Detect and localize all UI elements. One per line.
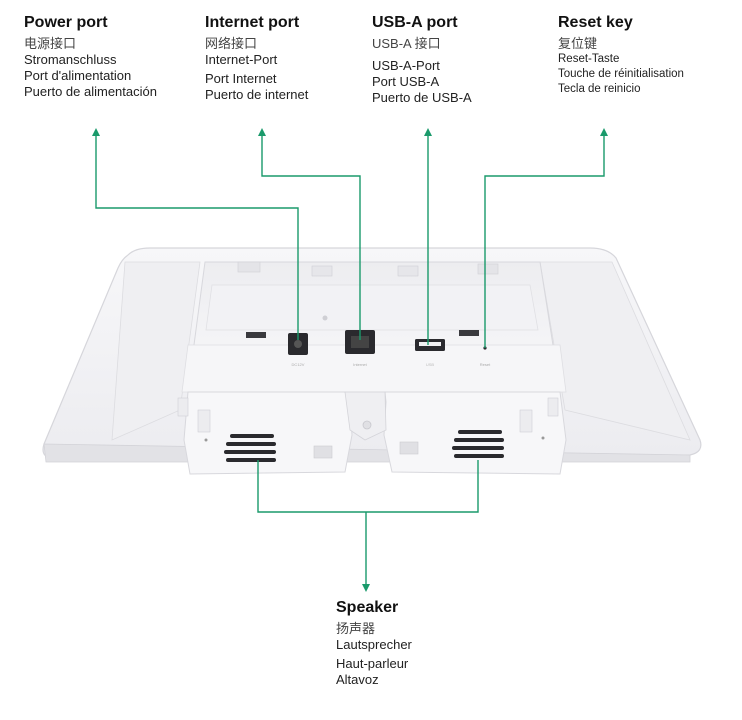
power-port-device-label: DC12V: [292, 362, 305, 367]
speaker-grille-left: [224, 434, 276, 462]
internet-port-device-label: Internet: [353, 362, 367, 367]
internet-port: Internet: [345, 330, 375, 367]
callout-speaker: [257, 460, 479, 513]
power-port-title: Power port: [24, 14, 108, 31]
speaker-title: Speaker: [336, 599, 399, 616]
usb-a-port: USB: [415, 339, 445, 367]
usb-port-de: USB-A-Port: [372, 58, 440, 73]
speaker-de: Lautsprecher: [336, 637, 412, 652]
label-usb-port: USB-A port USB-A 接口 USB-A-Port Port USB-…: [372, 14, 472, 106]
power-port-es: Puerto de alimentación: [24, 84, 157, 99]
power-port-cn: 电源接口: [24, 36, 77, 51]
speaker-fr: Haut-parleur: [336, 656, 409, 671]
reset-key-cn: 复位键: [558, 36, 598, 51]
reset-key-device-label: Reset: [480, 362, 491, 367]
label-power-port: Power port 电源接口 Stromanschluss Port d'al…: [24, 14, 157, 100]
callout-internet: [258, 128, 361, 340]
internet-port-de: Internet-Port: [205, 52, 278, 67]
reset-key-fr: Touche de réinitialisation: [558, 68, 684, 80]
usb-port-title: USB-A port: [372, 14, 458, 31]
speaker-cn: 扬声器: [336, 621, 376, 636]
callout-power: [92, 128, 299, 340]
internet-port-es: Puerto de internet: [205, 87, 309, 102]
reset-key-de: Reset-Taste: [558, 53, 620, 65]
usb-port-device-label: USB: [426, 362, 435, 367]
internet-port-fr: Port Internet: [205, 71, 277, 86]
internet-port-title: Internet port: [205, 14, 300, 31]
power-port-fr: Port d'alimentation: [24, 68, 132, 83]
callout-reset: [484, 128, 608, 348]
label-speaker: Speaker 扬声器 Lautsprecher Haut-parleur Al…: [336, 599, 412, 688]
speaker-grille-right: [452, 430, 504, 458]
usb-port-fr: Port USB-A: [372, 74, 440, 89]
reset-key-title: Reset key: [558, 14, 633, 31]
usb-port-es: Puerto de USB-A: [372, 90, 472, 105]
label-reset-key: Reset key 复位键 Reset-Taste Touche de réin…: [558, 14, 684, 97]
callout-lines: [92, 128, 608, 592]
reset-key-es: Tecla de reinicio: [558, 83, 641, 95]
power-port-de: Stromanschluss: [24, 52, 117, 67]
internet-port-cn: 网络接口: [205, 36, 258, 51]
speaker-es: Altavoz: [336, 672, 379, 687]
power-port: DC12V: [288, 333, 308, 367]
label-internet-port: Internet port 网络接口 Internet-Port Port In…: [205, 14, 308, 103]
usb-port-cn: USB-A 接口: [372, 36, 441, 51]
